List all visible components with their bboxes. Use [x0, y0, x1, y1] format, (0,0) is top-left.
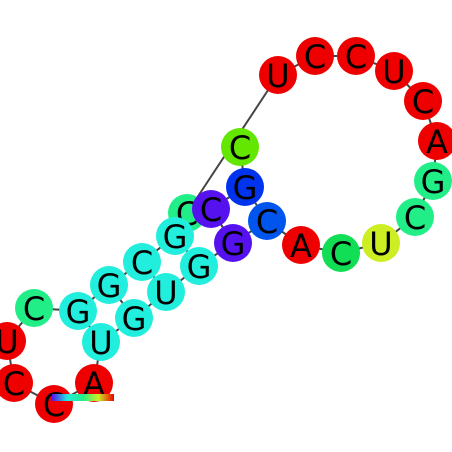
- nucleotide-letter: C: [3, 365, 25, 403]
- nucleotide-node: U: [375, 52, 413, 91]
- nucleotide-circle: [59, 292, 97, 330]
- nucleotide-letter: G: [66, 293, 91, 331]
- nucleotide-circle: [396, 198, 434, 236]
- nucleotide-node: G: [156, 217, 194, 256]
- nucleotide-node: C: [35, 385, 73, 424]
- nucleotide-node: C: [0, 364, 33, 403]
- color-scale-bar: [52, 394, 114, 401]
- nucleotide-circle: [337, 37, 375, 75]
- nucleotide-node: U: [147, 273, 185, 312]
- nucleotide-node: U: [0, 322, 26, 361]
- nucleotide-node: C: [123, 243, 161, 282]
- nucleotide-circle: [282, 226, 320, 264]
- nucleotide-letter: A: [83, 365, 105, 403]
- nucleotide-circle: [248, 202, 286, 240]
- nucleotide-circle: [82, 323, 120, 361]
- nucleotide-letter: G: [122, 300, 147, 338]
- nucleotide-letter: G: [421, 163, 446, 201]
- nucleotide-node: G: [214, 224, 252, 263]
- nucleotide-letter: G: [187, 248, 212, 286]
- nucleotide-circle: [296, 37, 334, 75]
- nucleotide-node: U: [259, 56, 297, 95]
- nucleotide-circle: [115, 299, 153, 337]
- nucleotide-circle: [156, 217, 194, 255]
- nucleotide-node: C: [296, 37, 334, 76]
- nucleotide-node: C: [15, 289, 53, 328]
- nucleotide-node: A: [282, 226, 320, 265]
- nucleotide-letter: A: [290, 227, 312, 265]
- nucleotide-node: G: [90, 266, 128, 305]
- nucleotide-circle: [375, 52, 413, 90]
- nucleotide-node: G: [414, 162, 452, 201]
- nucleotide-letter: G: [97, 267, 122, 305]
- nucleotide-node: A: [75, 364, 113, 403]
- nucleotide-letter: C: [345, 38, 367, 76]
- nucleotide-letter: U: [0, 323, 19, 361]
- nucleotide-letter: C: [131, 244, 153, 282]
- nucleotide-node: G: [180, 247, 218, 286]
- nucleotide-circle: [147, 273, 185, 311]
- nucleotide-circle: [414, 162, 452, 200]
- nucleotide-circle: [418, 122, 452, 160]
- nucleotide-node: G: [115, 299, 153, 338]
- nucleotide-node: C: [248, 202, 286, 241]
- nucleotide-letter: C: [304, 38, 326, 76]
- nucleotide-circle: [192, 190, 230, 228]
- nucleotide-letter: U: [154, 274, 177, 312]
- nucleotide-letter: C: [412, 83, 434, 121]
- nucleotide-node: U: [362, 224, 400, 263]
- nucleotide-node: C: [404, 82, 442, 121]
- nucleotide-circle: [259, 56, 297, 94]
- nucleotide-node: A: [418, 122, 452, 161]
- nucleotide-circle: [0, 364, 33, 402]
- nucleotide-letter: C: [404, 199, 426, 237]
- nucleotide-circle: [214, 224, 252, 262]
- nucleotide-letter: G: [233, 169, 258, 207]
- nucleotide-circle: [123, 243, 161, 281]
- nucleotide-letter: C: [229, 129, 251, 167]
- nucleotide-node: C: [221, 128, 259, 167]
- nucleotide-letter: U: [382, 53, 405, 91]
- nucleotide-node: C: [322, 234, 360, 273]
- nucleotide-circle: [322, 234, 360, 272]
- nucleotide-node: C: [396, 198, 434, 237]
- nucleotide-circle: [226, 168, 264, 206]
- nucleotide-node: C: [337, 37, 375, 76]
- nucleotide-letter: U: [89, 324, 112, 362]
- nucleotide-circle: [404, 82, 442, 120]
- nucleotide-node: G: [59, 292, 97, 331]
- nucleotide-circle: [75, 364, 113, 402]
- nucleotide-node: G: [226, 168, 264, 207]
- nucleotide-letter: U: [266, 57, 289, 95]
- nucleotide-letter: U: [369, 225, 392, 263]
- nucleotide-letter: A: [426, 123, 448, 161]
- nucleotide-node: C: [192, 190, 230, 229]
- nucleotide-letter: C: [330, 235, 352, 273]
- nucleotide-letter: C: [43, 386, 65, 424]
- nucleotide-circle: [180, 247, 218, 285]
- nucleotide-circle: [221, 128, 259, 166]
- nucleotide-letter: C: [23, 290, 45, 328]
- nucleotide-circle: [90, 266, 128, 304]
- nucleotide-circle: [362, 224, 400, 262]
- nucleotide-letter: C: [200, 191, 222, 229]
- nucleotide-letter: G: [163, 218, 188, 256]
- nucleotide-node: U: [82, 323, 120, 362]
- nucleotide-circle: [15, 289, 53, 327]
- nucleotide-circle: [0, 322, 26, 360]
- nucleotide-letter: G: [221, 225, 246, 263]
- nucleotide-letter: C: [256, 203, 278, 241]
